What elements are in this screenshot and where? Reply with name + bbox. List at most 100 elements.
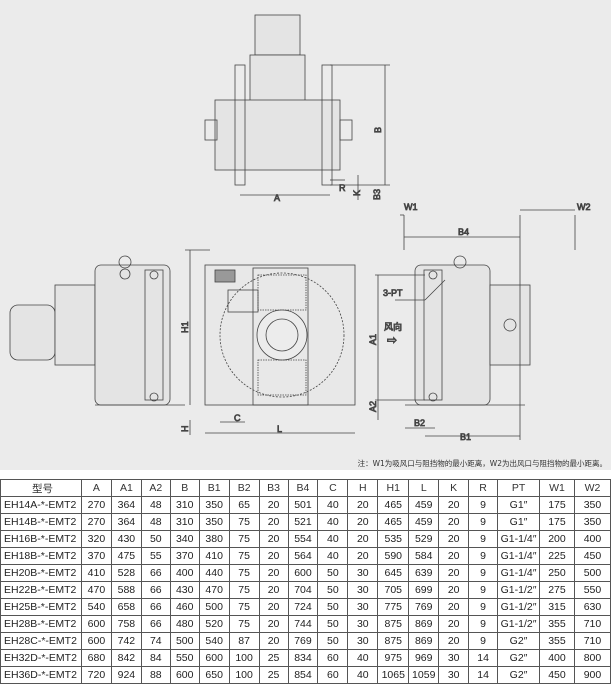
front-view bbox=[185, 249, 356, 435]
value-cell: G1-1/2″ bbox=[497, 581, 541, 599]
value-cell: 50 bbox=[317, 615, 349, 633]
value-cell: 480 bbox=[169, 615, 200, 633]
value-cell: 74 bbox=[140, 632, 171, 650]
value-cell: 475 bbox=[110, 547, 142, 565]
value-cell: 680 bbox=[80, 649, 112, 667]
column-header: B bbox=[169, 479, 200, 497]
value-cell: 20 bbox=[438, 564, 470, 582]
dim-A: A bbox=[274, 193, 280, 203]
column-header: B4 bbox=[287, 479, 319, 497]
value-cell: 350 bbox=[573, 513, 611, 531]
value-cell: 40 bbox=[317, 530, 349, 548]
technical-drawing: A R K B3 B H1 H C L W1 W2 B4 3-PT 风向 ⇨ A… bbox=[0, 0, 611, 470]
column-header: B3 bbox=[258, 479, 289, 497]
value-cell: 9 bbox=[468, 564, 499, 582]
wind-arrow-icon: ⇨ bbox=[387, 333, 397, 347]
model-cell: EH32D-*-EMT2 bbox=[0, 649, 82, 667]
value-cell: 275 bbox=[539, 581, 575, 599]
value-cell: 528 bbox=[110, 564, 142, 582]
port-label: 3-PT bbox=[383, 288, 403, 298]
value-cell: 88 bbox=[140, 666, 171, 684]
value-cell: 200 bbox=[539, 530, 575, 548]
value-cell: 75 bbox=[228, 564, 260, 582]
value-cell: G2″ bbox=[497, 666, 541, 684]
dim-B3: B3 bbox=[372, 189, 382, 200]
value-cell: 20 bbox=[438, 547, 470, 565]
model-cell: EH16B-*-EMT2 bbox=[0, 530, 82, 548]
value-cell: 869 bbox=[408, 632, 440, 650]
dim-A2: A2 bbox=[368, 401, 378, 412]
value-cell: 65 bbox=[228, 496, 260, 514]
value-cell: 30 bbox=[438, 649, 470, 667]
value-cell: 501 bbox=[287, 496, 319, 514]
value-cell: 600 bbox=[80, 632, 112, 650]
value-cell: 20 bbox=[258, 496, 289, 514]
value-cell: 20 bbox=[258, 547, 289, 565]
column-header: A2 bbox=[140, 479, 171, 497]
value-cell: 20 bbox=[258, 632, 289, 650]
value-cell: 66 bbox=[140, 564, 171, 582]
dim-W2: W2 bbox=[577, 202, 591, 212]
value-cell: 75 bbox=[228, 598, 260, 616]
value-cell: 9 bbox=[468, 581, 499, 599]
value-cell: 645 bbox=[377, 564, 410, 582]
value-cell: 20 bbox=[347, 547, 379, 565]
dim-B: B bbox=[373, 127, 383, 133]
value-cell: 460 bbox=[169, 598, 200, 616]
value-cell: 564 bbox=[287, 547, 319, 565]
value-cell: 66 bbox=[140, 598, 171, 616]
value-cell: 720 bbox=[80, 666, 112, 684]
value-cell: 550 bbox=[573, 581, 611, 599]
column-header: W2 bbox=[573, 479, 611, 497]
value-cell: 30 bbox=[347, 632, 379, 650]
value-cell: 744 bbox=[287, 615, 319, 633]
value-cell: 25 bbox=[258, 666, 289, 684]
value-cell: 769 bbox=[408, 598, 440, 616]
value-cell: 459 bbox=[408, 496, 440, 514]
value-cell: 75 bbox=[228, 530, 260, 548]
value-cell: 25 bbox=[258, 649, 289, 667]
value-cell: 470 bbox=[198, 581, 230, 599]
value-cell: 40 bbox=[347, 649, 379, 667]
value-cell: 270 bbox=[80, 496, 112, 514]
model-cell: EH14B-*-EMT2 bbox=[0, 513, 82, 531]
value-cell: 20 bbox=[438, 530, 470, 548]
value-cell: 540 bbox=[80, 598, 112, 616]
value-cell: 9 bbox=[468, 530, 499, 548]
model-cell: EH28C-*-EMT2 bbox=[0, 632, 82, 650]
value-cell: 9 bbox=[468, 496, 499, 514]
value-cell: 20 bbox=[347, 530, 379, 548]
value-cell: 350 bbox=[198, 496, 230, 514]
value-cell: 854 bbox=[287, 666, 319, 684]
value-cell: 710 bbox=[573, 632, 611, 650]
value-cell: 550 bbox=[169, 649, 200, 667]
value-cell: 55 bbox=[140, 547, 171, 565]
column-header: A1 bbox=[110, 479, 142, 497]
value-cell: 900 bbox=[573, 666, 611, 684]
dim-B1: B1 bbox=[460, 432, 471, 442]
column-header: K bbox=[438, 479, 470, 497]
value-cell: 500 bbox=[169, 632, 200, 650]
value-cell: 842 bbox=[110, 649, 142, 667]
dim-R: R bbox=[339, 183, 346, 193]
value-cell: 30 bbox=[347, 564, 379, 582]
value-cell: 50 bbox=[317, 564, 349, 582]
dim-H1: H1 bbox=[180, 321, 190, 333]
value-cell: 410 bbox=[198, 547, 230, 565]
value-cell: 350 bbox=[198, 513, 230, 531]
value-cell: 40 bbox=[347, 666, 379, 684]
column-header: W1 bbox=[539, 479, 575, 497]
value-cell: 710 bbox=[573, 615, 611, 633]
value-cell: 355 bbox=[539, 615, 575, 633]
value-cell: 410 bbox=[80, 564, 112, 582]
value-cell: 75 bbox=[228, 547, 260, 565]
top-view bbox=[204, 14, 390, 200]
value-cell: 20 bbox=[258, 564, 289, 582]
dim-K: K bbox=[352, 190, 362, 196]
